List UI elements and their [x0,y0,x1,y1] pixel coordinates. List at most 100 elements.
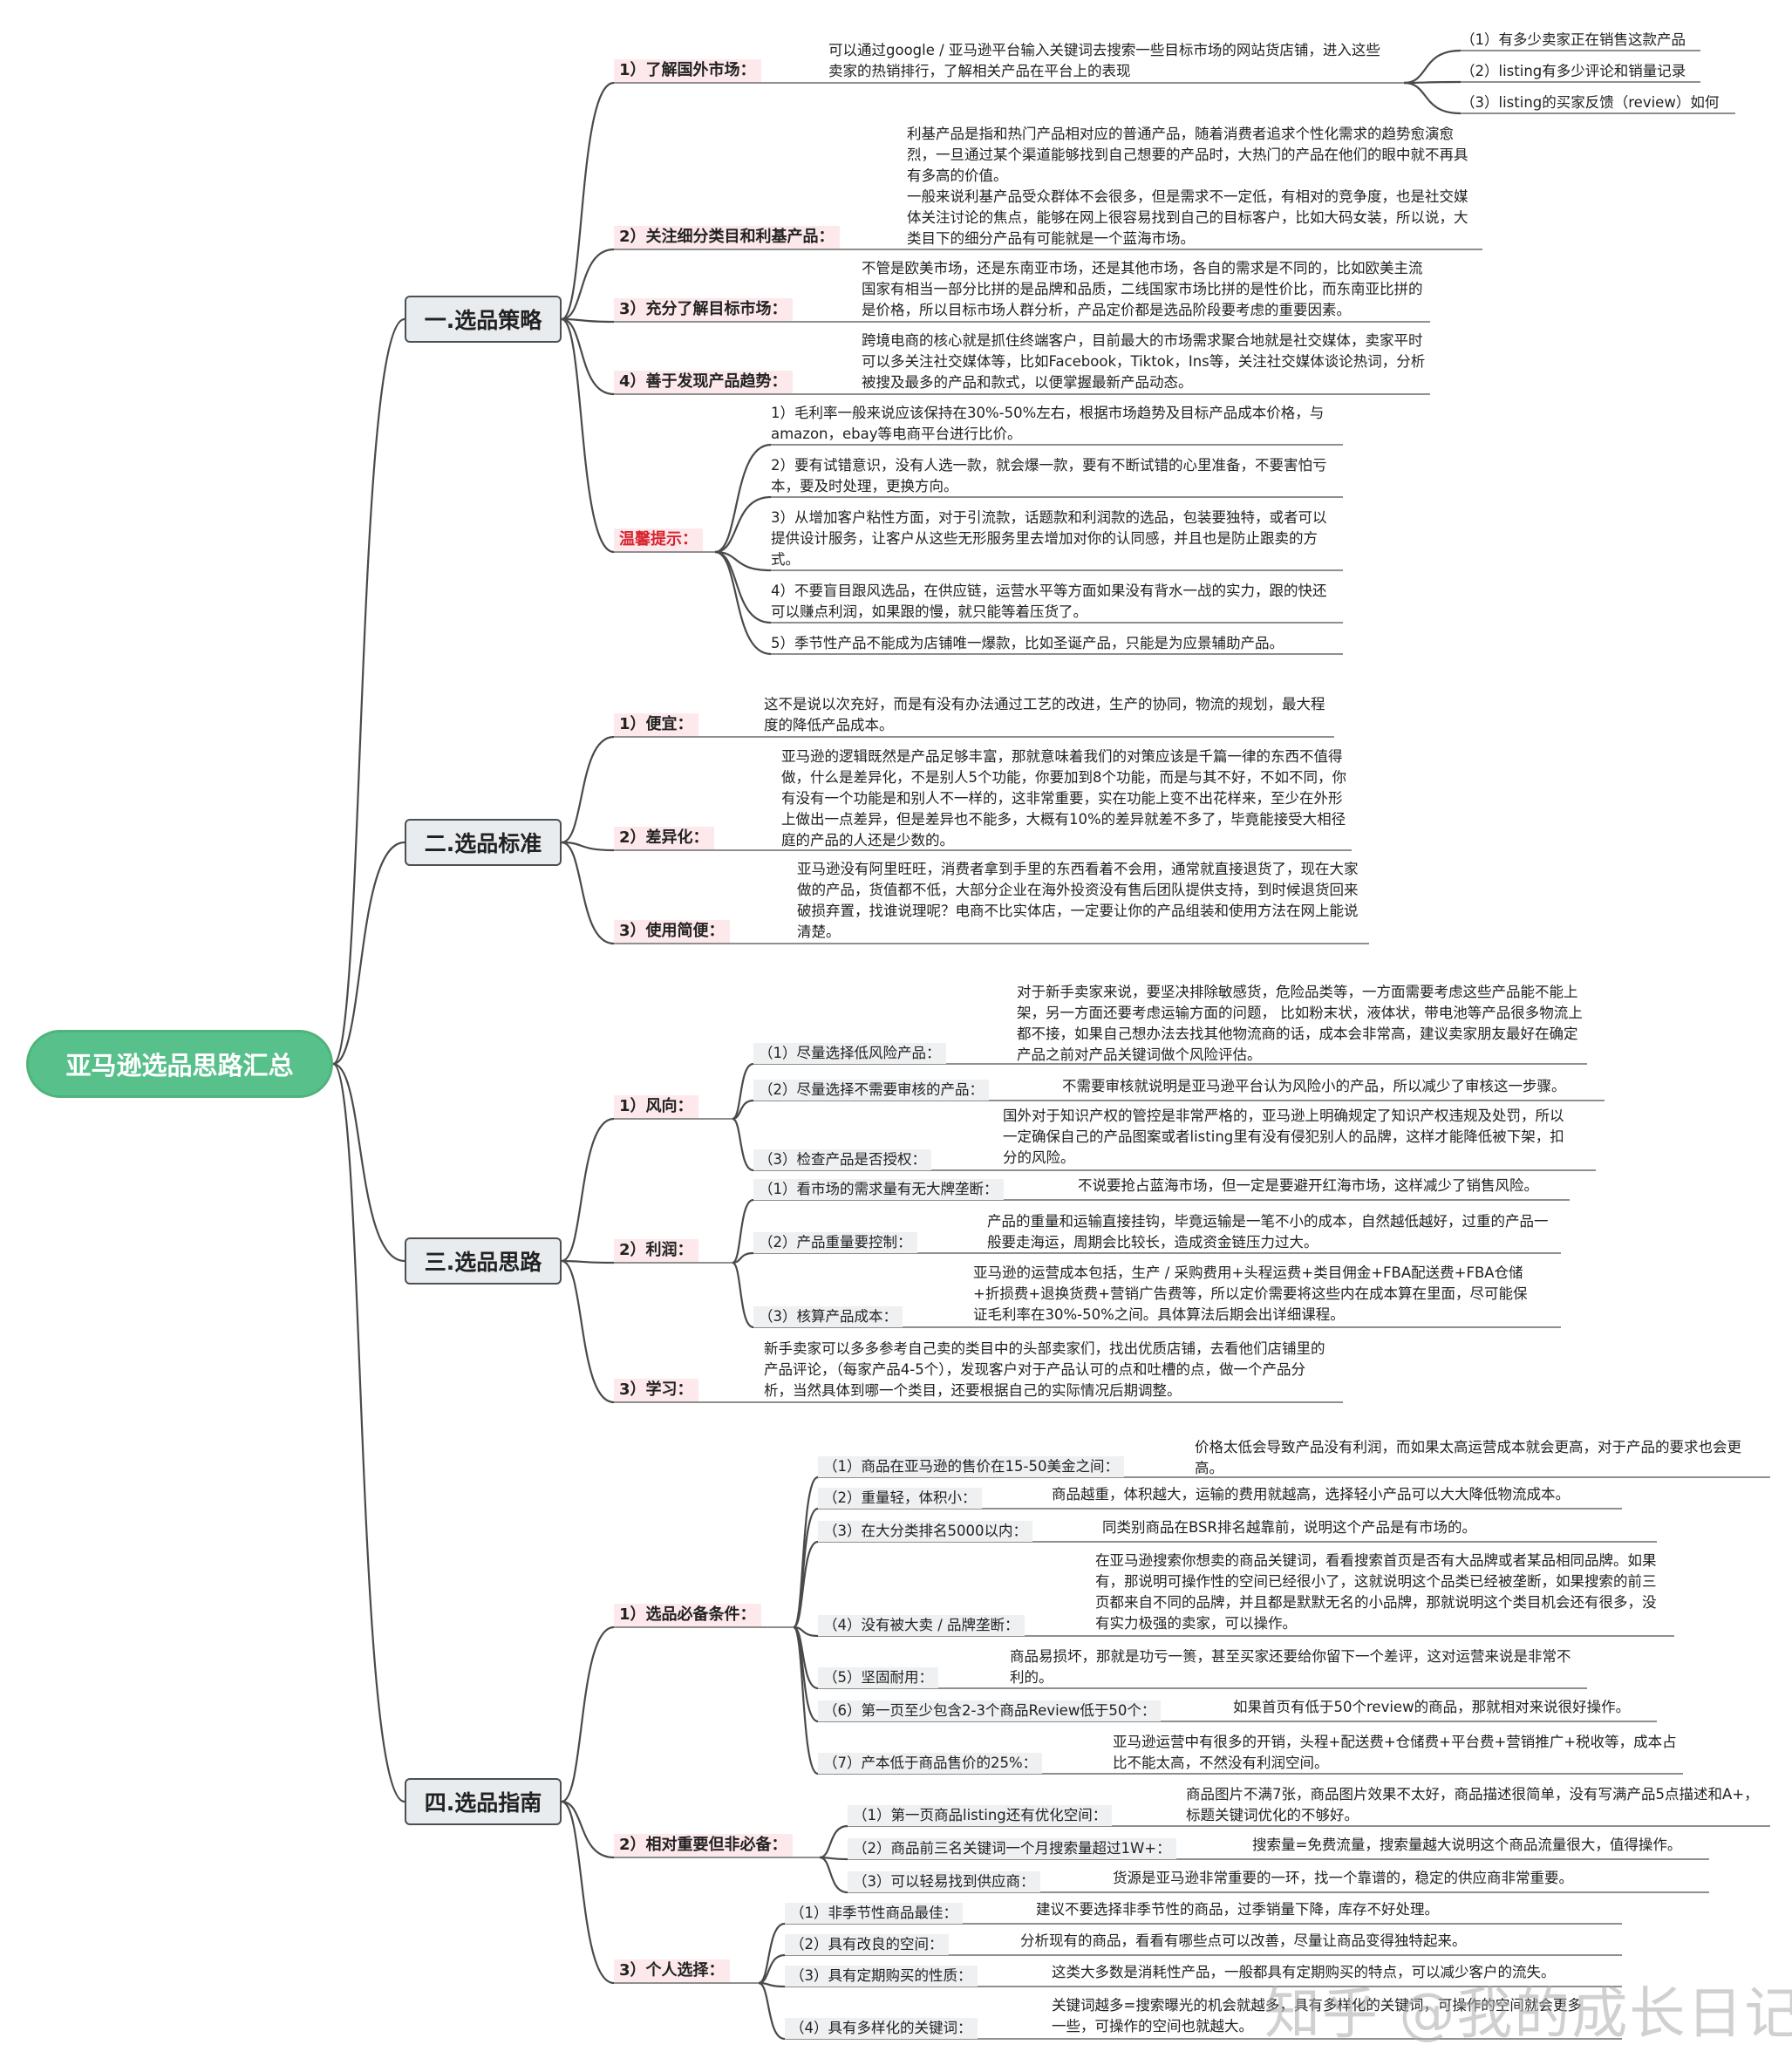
sub-item[interactable]: （1）尽量选择低风险产品： [753,1043,946,1064]
connector-curve [561,1800,615,1985]
sub-text: 价格太低会导致产品没有利润，而如果太高运营成本就会更高，对于产品的要求也会更高。 [1195,1439,1741,1476]
sub-item[interactable]: （1）非季节性商品最佳： [785,1903,963,1924]
connector-curve [561,1625,615,1803]
branch-label[interactable]: 3）使用简便： [614,920,730,943]
connector-curve [561,81,615,321]
watermark: 知乎 @我的成长日记 [1264,1982,1792,2047]
connector-curve [561,735,615,844]
connector-curve [819,1824,848,1859]
sub-text: 亚马逊运营中有很多的开销，头程+配送费+仓储费+平台费+营销推广+税收等，成本占… [1113,1734,1677,1771]
sub-item[interactable]: （2）尽量选择不需要审核的产品： [753,1080,989,1101]
sub-item: （1）有多少卖家正在销售这款产品 [1461,31,1686,48]
connector-curve [714,550,772,624]
connector-curve [714,495,772,554]
sub-item[interactable]: （2）重量轻，体积小： [818,1488,982,1509]
tip-item: 3）从增加客户粘性方面，对于引流款，话题款和利润款的选品，包装要独特，或者可以提… [771,509,1327,568]
branch-text: 不管是欧美市场，还是东南亚市场，还是其他市场，各自的需求是不同的，比如欧美主流国… [862,260,1423,318]
connector-curve [561,841,615,852]
sub-item[interactable]: （4）没有被大卖 / 品牌垄断： [818,1615,1025,1636]
sub-item[interactable]: （4）具有多样化的关键词： [785,2018,978,2039]
connector-curve [561,317,615,554]
branch-label[interactable]: 3）个人选择： [614,1959,730,1982]
root-node[interactable]: 亚马逊选品思路汇总 [26,1030,333,1098]
sub-item: （3）listing的买家反馈（review）如何 [1461,94,1720,111]
sub-text: 分析现有的商品，看看有哪些点可以改善，尽量让商品变得独特起来。 [1020,1932,1467,1949]
sub-text: 同类别商品在BSR排名越靠前，说明这个产品是有市场的。 [1102,1519,1476,1536]
connector-curve [561,1259,615,1404]
sub-text: 这类大多数是消耗性产品，一般都具有定期购买的特点，可以减少客户的流失。 [1052,1964,1556,1980]
sub-item[interactable]: （6）第一页至少包含2-3个商品Review低于50个： [818,1700,1162,1721]
sub-item[interactable]: （2）产品重量要控制： [753,1232,917,1253]
sub-text: 国外对于知识产权的管控是非常严格的，亚马逊上明确规定了知识产权违规及处罚，所以一… [1003,1107,1564,1166]
connector-curve [793,1625,819,1723]
connector-curve [561,1800,615,1859]
branch-label[interactable]: 1）选品必备条件： [614,1604,761,1626]
sub-text: 不需要审核就说明是亚马逊平台认为风险小的产品，所以减少了审核这一步骤。 [1062,1078,1566,1094]
connector-curve [732,1261,754,1329]
branch-label[interactable]: 2）利润： [614,1239,698,1262]
tip-item: 5）季节性产品不能成为店铺唯一爆款，比如圣诞产品，只能是为应景辅助产品。 [771,635,1284,651]
section-node-strategy[interactable]: 一.选品策略 [405,296,562,343]
tips-label[interactable]: 温馨提示： [614,528,703,551]
connector-curve [332,841,405,1066]
branch-label[interactable]: 3）充分了解目标市场： [614,298,793,321]
sub-item[interactable]: （1）看市场的需求量有无大牌垄断： [753,1179,1004,1200]
sub-item[interactable]: （5）坚固耐用： [818,1667,938,1688]
branch-label[interactable]: 2）差异化： [614,827,714,849]
connector-curve [714,550,772,656]
branch-text: 这不是说以次充好，而是有没有办法通过工艺的改进，生产的协同，物流的规划，最大程度… [764,696,1325,733]
branch-label[interactable]: 3）学习： [614,1379,698,1401]
connector-curve [561,841,615,945]
connector-curve [732,1062,754,1121]
branch-label[interactable]: 2）关注细分类目和利基产品： [614,226,840,249]
branch-label[interactable]: 1）了解国外市场： [614,59,761,82]
branch-label[interactable]: 1）风向： [614,1095,698,1118]
connector-curve [714,443,772,554]
connector-curve [732,1099,754,1121]
tip-item: 1）毛利率一般来说应该保持在30%-50%左右，根据市场趋势及目标产品成本价格，… [771,405,1325,442]
section-node-guide[interactable]: 四.选品指南 [405,1778,562,1825]
branch-label[interactable]: 1）便宜： [614,713,698,736]
sub-item[interactable]: （2）商品前三名关键词一个月搜索量超过1W+： [848,1838,1176,1859]
sub-item[interactable]: （1）商品在亚马逊的售价在15-50美金之间： [818,1456,1124,1477]
connector-curve [819,1856,848,1894]
sub-item[interactable]: （3）具有定期购买的性质： [785,1966,978,1987]
connector-curve [758,1922,786,1985]
connector-curve [332,1062,405,1803]
tip-item: 2）要有试错意识，没有人选一款，就会爆一款，要有不断试错的心里准备，不要害怕亏本… [771,457,1327,494]
connector-curve [732,1251,754,1264]
branch-text: 可以通过google / 亚马逊平台输入关键词去搜索一些目标市场的网站货店铺，进… [828,42,1380,79]
sub-text: 在亚马逊搜索你想卖的商品关键词，看看搜索首页是否有大品牌或者某品相同品牌。如果有… [1095,1552,1657,1632]
connector-curve [561,248,615,321]
branch-text: 亚马逊的逻辑既然是产品足够丰富，那就意味着我们的对策应该是千篇一律的东西不值得做… [781,748,1346,848]
connector-curve [793,1540,819,1629]
branch-text: 利基产品是指和热门产品相对应的普通产品，随着消费者追求个性化需求的趋势愈演愈烈，… [907,126,1468,247]
sub-item[interactable]: （3）检查产品是否授权： [753,1149,931,1170]
section-node-standard[interactable]: 二.选品标准 [405,819,562,866]
sub-text: 商品越重，体积越大，运输的费用就越高，选择轻小产品可以大大降低物流成本。 [1052,1486,1570,1503]
branch-text: 亚马逊没有阿里旺旺，消费者拿到手里的东西看着不会用，通常就直接退货了，现在大家做… [797,861,1359,940]
section-node-thinking[interactable]: 三.选品思路 [405,1237,562,1285]
connector-curve [561,1117,615,1263]
branch-label[interactable]: 2）相对重要但非必备： [614,1834,793,1857]
sub-text: 如果首页有低于50个review的商品，那就相对来说很好操作。 [1233,1699,1631,1715]
sub-item[interactable]: （3）可以轻易找到供应商： [848,1871,1040,1892]
sub-item[interactable]: （2）具有改良的空间： [785,1934,949,1955]
sub-text: 商品图片不满7张，商品图片效果不太好，商品描述很简单，没有写满产品5点描述和A+… [1186,1786,1759,1823]
branch-label[interactable]: 4）善于发现产品趋势： [614,371,793,393]
connector-curve [792,1625,819,1775]
sub-text: 不说要抢占蓝海市场，但一定是要避开红海市场，这样减少了销售风险。 [1078,1177,1538,1194]
sub-item[interactable]: （3）在大分类排名5000以内： [818,1521,1032,1542]
sub-text: 产品的重量和运输直接挂钩，毕竟运输是一笔不小的成本，自然越低越好，过重的产品一般… [987,1213,1549,1251]
connector-curve [332,1062,405,1263]
sub-item[interactable]: （7）产本低于商品售价的25%： [818,1753,1043,1774]
connector-curve [1403,81,1462,115]
sub-item: （2）listing有多少评论和销量记录 [1461,63,1686,79]
sub-item[interactable]: （1）第一页商品listing还有优化空间： [848,1805,1113,1826]
sub-text: 对于新手卖家来说，要坚决排除敏感货，危险品类等，一方面需要考虑这些产品能不能上架… [1017,984,1583,1063]
sub-text: 建议不要选择非季节性的商品，过季销量下降，库存不好处理。 [1036,1901,1439,1918]
sub-text: 关键词越多=搜索曝光的机会就越多，具有多样化的关键词，可操作的空间就会更多一些，… [1052,1997,1582,2034]
sub-item[interactable]: （3）核算产品成本： [753,1306,903,1327]
connector-curve [1403,80,1462,85]
